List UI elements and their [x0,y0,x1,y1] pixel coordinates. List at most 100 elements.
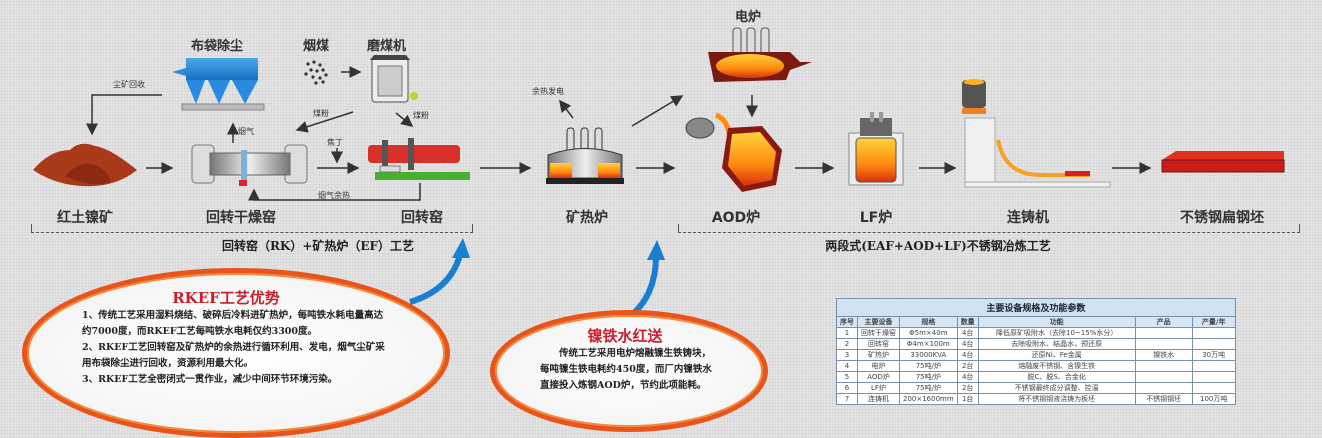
table-cell: 4台 [956,349,979,361]
group-title-rk-ef: 回转窑（RK）+矿热炉（EF）工艺 [221,239,415,253]
table-cell [1191,327,1236,339]
table-cell: 不锈钢钢坯 [1134,393,1193,405]
col-header: 主要设备 [857,316,900,328]
arrow-flue-heat [248,183,421,201]
label-eaf: 电炉 [735,10,762,25]
table-cell: 7 [836,393,858,405]
table-cell [1134,338,1193,350]
table-cell: 2台 [956,382,979,394]
electric-arc-furnace-icon [708,27,812,82]
rkef-advantages-panel [22,268,450,438]
rotary-dryer-icon [191,144,308,186]
col-header: 产品 [1134,316,1193,328]
label-dust-recovery: 尘矿回收 [113,80,145,89]
rkef-advantages-title: RKEF工艺优势 [172,289,280,307]
stage-kiln: 回转窑 [401,210,443,226]
col-header: 序号 [836,316,858,328]
table-cell: Φ4m×100m [899,338,958,350]
table-cell: 30万吨 [1191,349,1236,361]
stainless-slab-icon [1161,151,1285,173]
submerged-arc-furnace-icon [546,127,624,184]
table-cell: 4台 [956,327,979,339]
table-cell: 将不锈钢钢液浇铸为板坯 [977,393,1136,405]
label-coal-powder-1: 煤粉 [313,109,329,118]
group-title-steelmaking: 两段式(EAF+AOD+LF)不锈钢冶炼工艺 [825,239,1051,253]
table-cell: Φ5m×40m [899,327,958,339]
arrow-coal-powder-to-dryer [295,111,354,133]
advantage-item: 2、RKEF工艺回转窑及矿热炉的余热进行循环利用、发电，烟气尘矿采用布袋除尘进行… [82,342,385,369]
col-header: 数量 [956,316,979,328]
table-cell: AOD炉 [857,371,900,383]
table-cell: 6 [836,382,858,394]
table-cell: 熔融废不锈钢、含镍生铁 [977,360,1136,372]
table-cell: 电炉 [857,360,900,372]
arrow-coal-powder-to-kiln [395,112,414,127]
stage-ef: 矿热炉 [566,210,608,226]
arrow-ef-to-eaf [631,95,684,127]
arrow-waste-heat-power [559,99,574,119]
stage-dryer: 回转干燥窑 [206,210,276,226]
col-header: 功能 [977,316,1136,328]
table-cell [1134,327,1193,339]
table-cell: 镍铁水 [1134,349,1193,361]
stage-slab: 不锈钢扁钢坯 [1180,210,1264,226]
aod-converter-icon [685,112,782,192]
table-cell: 4 [836,360,858,372]
table-cell: 3 [836,349,858,361]
bracket-steelmaking [678,224,1300,233]
spec-table-title: 主要设备规格及功能参数 [836,298,1236,316]
table-cell: 连铸机 [857,393,900,405]
flow-arrows [86,66,1152,201]
stage-laterite: 红土镍矿 [57,210,113,226]
table-cell: 2 [836,338,858,350]
table-cell: 2台 [956,360,979,372]
table-cell: 4台 [956,338,979,350]
blue-arrow-icon [409,238,470,305]
table-cell [1191,371,1236,383]
rkef-advantages-list: 1、传统工艺采用湿料烧结、破碎后冷料进矿热炉，每吨铁水耗电量高达约7000度，而… [82,308,390,388]
stage-caster: 连铸机 [1007,210,1049,226]
table-cell: 脱C、脱S、合金化 [977,371,1136,383]
label-flue-heat: 烟气余热 [318,191,350,200]
hot-metal-title: 镍铁水红送 [587,327,663,345]
table-cell: 不锈钢最终成分调整、控温 [977,382,1136,394]
baghouse-filter-icon [172,58,265,111]
table-cell: 5 [836,371,858,383]
arrow-dust-recovery [86,94,162,136]
laterite-ore-pile-icon [33,143,137,187]
table-cell [1134,382,1193,394]
hot-metal-panel [490,310,768,432]
col-header: 规格 [899,316,958,328]
stage-aod: AOD炉 [711,210,761,226]
table-cell: 75吨/炉 [899,371,958,383]
label-waste-heat-power: 余热发电 [532,87,564,96]
label-flue-gas: 烟气 [238,127,254,136]
blue-arrow-icon [623,240,665,323]
continuous-caster-icon [962,79,1111,188]
label-baghouse: 布袋除尘 [191,39,244,54]
table-cell: 1台 [956,393,979,405]
table-cell [1191,338,1236,350]
advantage-item: 1、传统工艺采用湿料烧结、破碎后冷料进矿热炉，每吨铁水耗电量高达约7000度，而… [82,310,384,337]
coal-particles-icon [304,60,328,85]
table-cell [1191,360,1236,372]
table-cell: 100万吨 [1191,393,1236,405]
stage-lf: LF炉 [859,210,893,226]
advantage-item: 3、RKEF工艺全密闭式一贯作业，减少中间环节环境污染。 [82,374,338,385]
table-cell: 1 [836,327,858,339]
table-header-row: 序号 主要设备 规格 数量 功能 产品 产量/年 [836,316,1236,328]
label-coal-mill: 磨煤机 [367,39,407,54]
table-cell: 75吨/炉 [899,360,958,372]
bracket-rk-ef [31,224,473,233]
table-cell [1134,371,1193,383]
label-coke: 焦丁 [327,138,343,147]
coal-mill-icon [370,55,418,103]
table-cell: 75吨/炉 [899,382,958,394]
